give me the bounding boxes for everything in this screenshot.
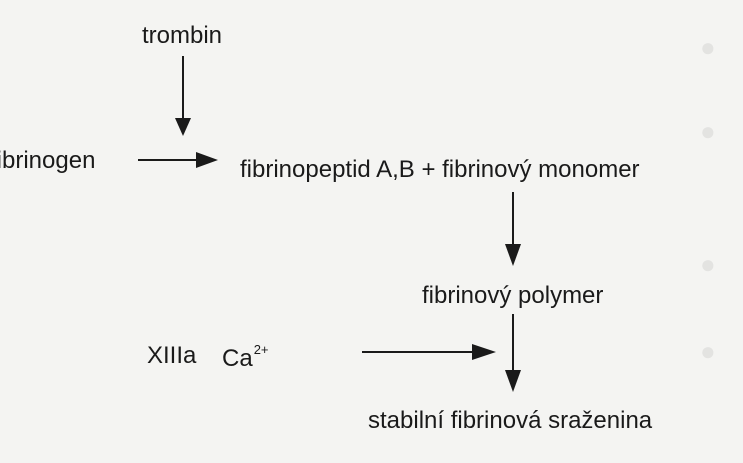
monomer-to-polymer-arrow [505,192,521,266]
clot-label: stabilní fibrinová sraženina [368,407,653,434]
calcium-charge: 2+ [253,342,269,357]
polymer-label: fibrinový polymer [422,282,604,309]
trombin-arrow [175,56,191,136]
products-label: fibrinopeptid A,B + fibrinový monomer [240,156,640,183]
polymer-to-clot-arrow [505,314,521,392]
fibrinogen-label: fibrinogen [0,147,96,174]
calcium-ion-label: Ca2+ [222,336,269,373]
factor-xiiia-label: XIIIa [147,342,197,369]
trombin-label: trombin [142,22,223,49]
calcium-symbol: Ca [222,345,253,372]
factor-arrow [362,344,496,360]
fibrinogen-arrow [138,152,218,168]
